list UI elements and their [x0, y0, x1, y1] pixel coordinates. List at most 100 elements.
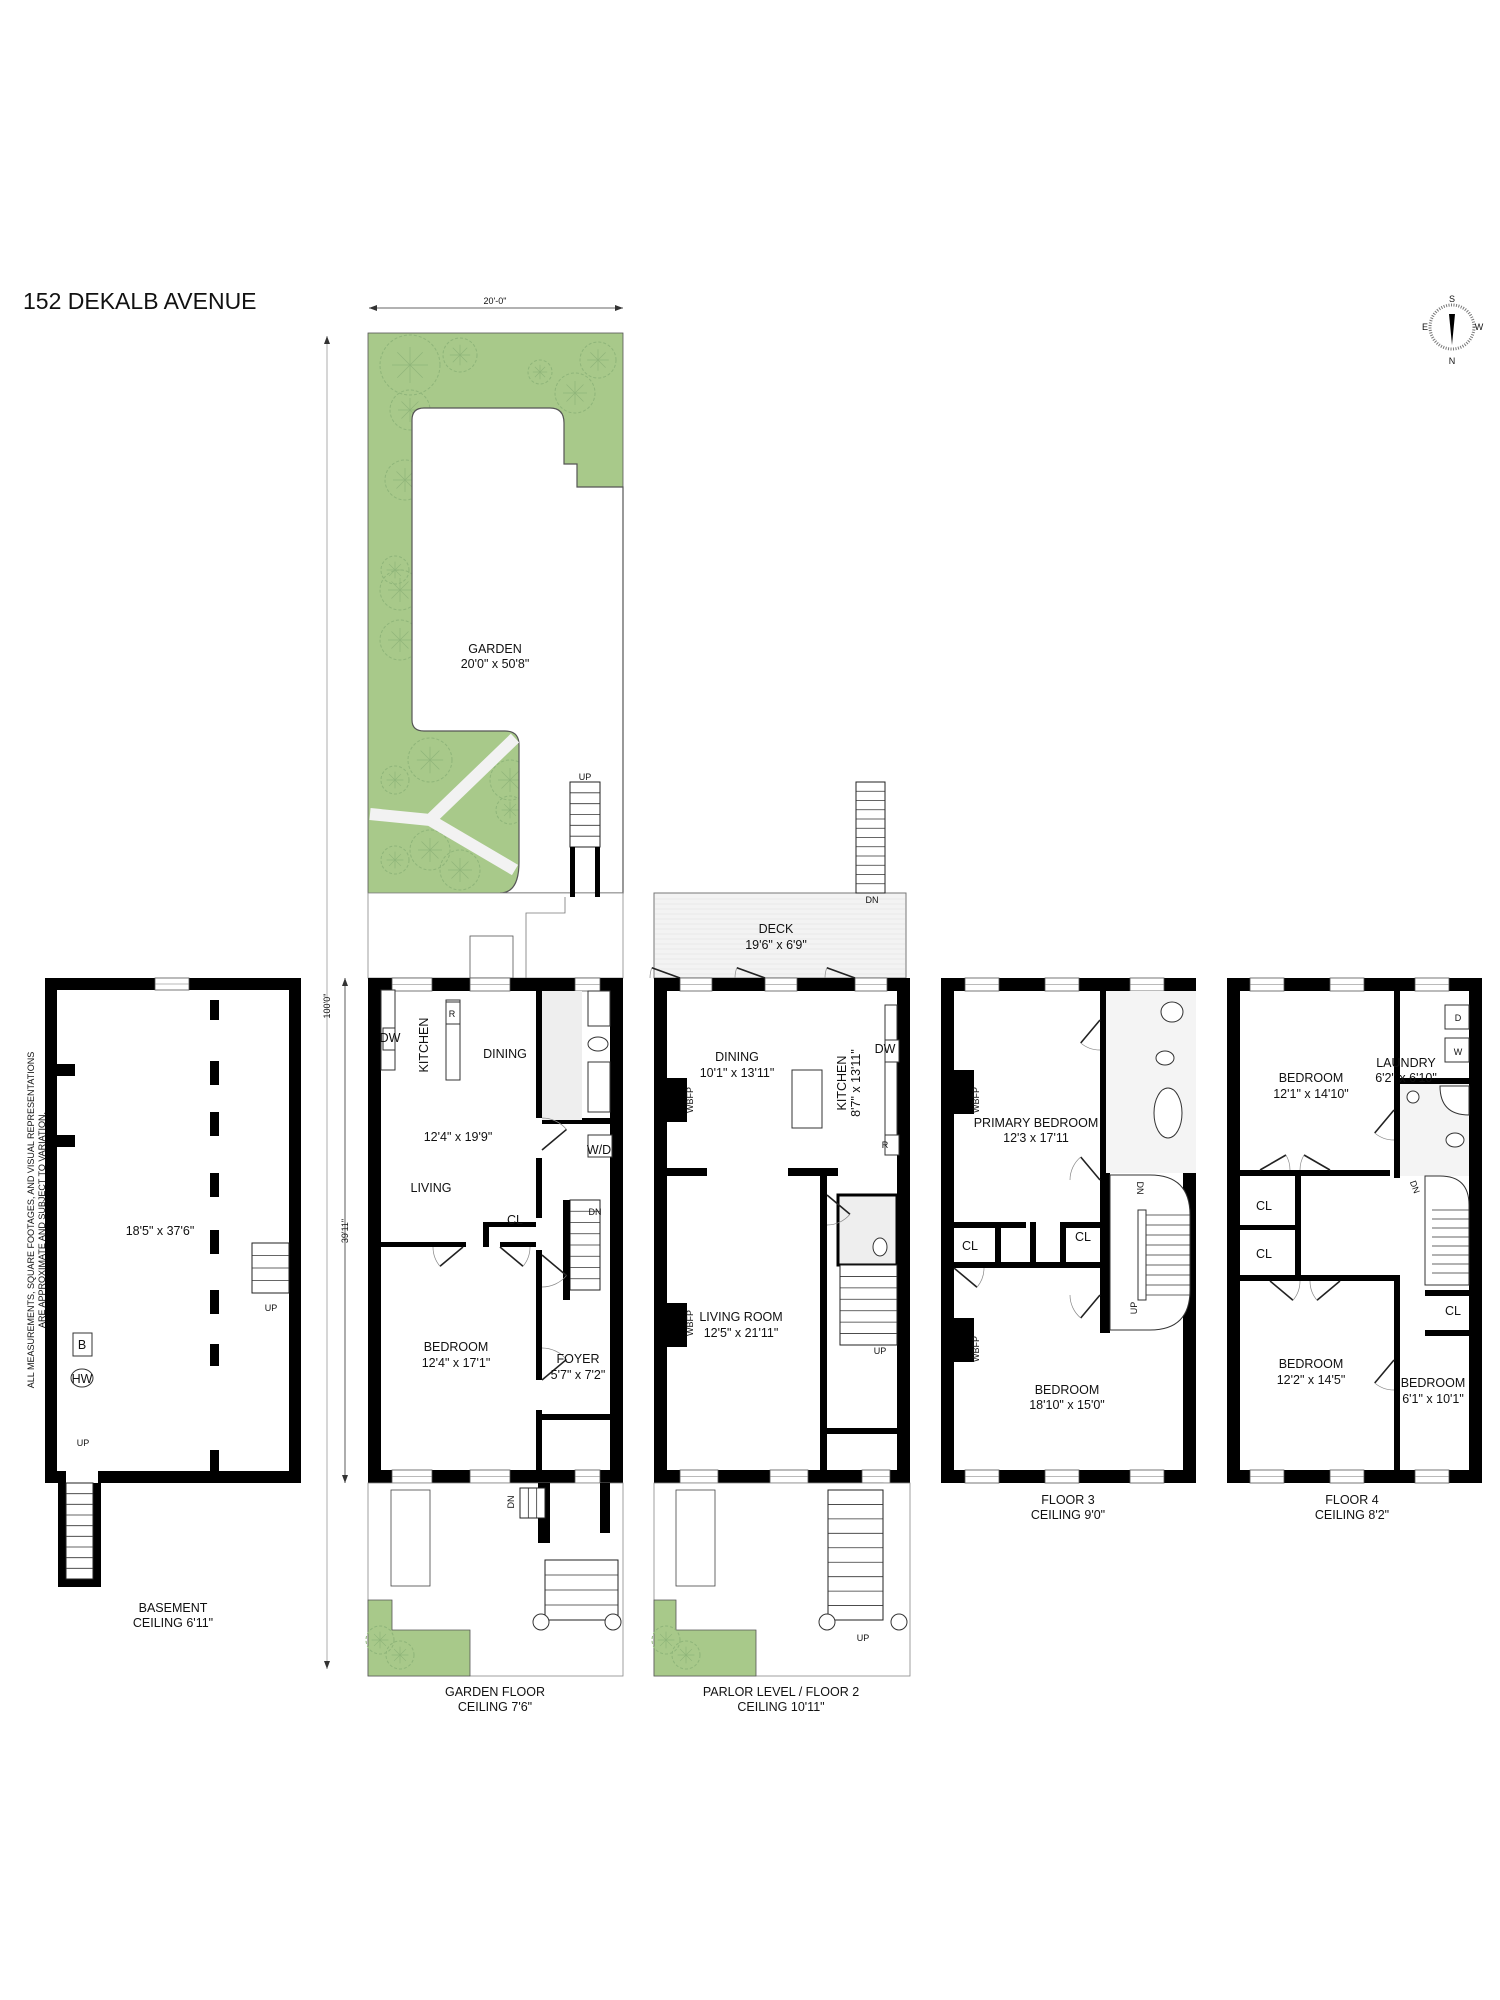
wall-right: [1469, 978, 1482, 1483]
tree-branch: [534, 366, 546, 378]
arrow-icon: [615, 305, 623, 311]
floor3-title: FLOOR 3: [1041, 1493, 1095, 1507]
sink: [1160, 1001, 1184, 1023]
water-heater: [70, 1368, 94, 1388]
basement-interior-stair-label: UP: [265, 1303, 278, 1313]
gf-foyer-size: 5'7" x 7'2": [551, 1368, 606, 1382]
tree-branch: [451, 861, 469, 879]
parlor-stair-up: UP: [874, 1346, 887, 1356]
wall: [563, 1200, 570, 1300]
rear-yard-box: [469, 935, 514, 979]
basement-title: BASEMENT: [139, 1601, 208, 1615]
column: [210, 1344, 219, 1366]
wall: [542, 1118, 623, 1124]
fireplace: [954, 1318, 974, 1362]
door-swing: [649, 967, 653, 979]
wall: [1394, 1275, 1400, 1483]
garden-label: GARDEN: [468, 642, 521, 656]
arrow-icon: [324, 1661, 330, 1669]
parlor-interior-stair: [839, 1264, 898, 1346]
door-opening: [66, 1471, 98, 1483]
column: [210, 1290, 219, 1314]
dryer: [1444, 1004, 1470, 1030]
tree-branch: [401, 401, 419, 419]
wall: [536, 1158, 542, 1218]
door: [541, 1254, 568, 1277]
compass-west: W: [1475, 322, 1484, 332]
basement-front-stair-label: UP: [77, 1438, 90, 1448]
tree-icon: [407, 737, 453, 783]
door-swing: [1080, 1042, 1101, 1051]
door: [1259, 1154, 1287, 1171]
door-swing: [824, 967, 828, 979]
page-title: 152 DEKALB AVENUE: [23, 288, 257, 314]
stoop-post: [532, 1613, 550, 1631]
wall: [600, 1483, 610, 1533]
parlor-kitchen-size: 8'7" x 13'11": [849, 1049, 863, 1117]
wall: [1400, 1078, 1469, 1084]
gf-stoop-down: DN: [506, 1496, 516, 1509]
f4-closet-2: CL: [1256, 1247, 1272, 1261]
front-yard-counter: [390, 1489, 431, 1587]
wall: [381, 1242, 466, 1247]
column: [210, 1000, 219, 1020]
bath-floor: [542, 991, 582, 1120]
door: [1269, 1280, 1294, 1301]
tree-branch: [391, 581, 409, 599]
wall: [995, 1222, 1001, 1262]
wall: [483, 1222, 536, 1227]
door: [499, 1246, 524, 1267]
gf-living-size: 12'4" x 19'9": [424, 1130, 493, 1144]
lot-depth-dimension: 100'0": [322, 994, 332, 1019]
wall: [570, 847, 575, 897]
wall: [536, 978, 542, 1118]
water-heater-label: HW: [72, 1372, 93, 1386]
door: [826, 1194, 851, 1215]
compass-ring: [1428, 303, 1476, 351]
gf-washer-dryer: W/D: [587, 1143, 611, 1157]
door: [1080, 1294, 1101, 1319]
fireplace: [667, 1303, 687, 1347]
wall: [954, 1262, 1100, 1268]
wall-bottom: [45, 1471, 301, 1483]
tree-icon: [442, 337, 478, 373]
tree-icon: [579, 341, 617, 379]
deck-size: 19'6" x 6'9": [745, 938, 807, 952]
parlor-dining-label: DINING: [715, 1050, 759, 1064]
f4-laundry-size: 6'2" x 6'10": [1375, 1071, 1437, 1085]
wall: [1100, 1173, 1110, 1333]
wall: [788, 1168, 838, 1176]
tree-branch: [393, 1648, 407, 1662]
parlor-fireplace-1: WBFP: [685, 1087, 695, 1113]
door: [1374, 1109, 1395, 1134]
washer-dryer: [587, 1134, 613, 1158]
parlor-living-size: 12'5" x 21'11": [704, 1326, 779, 1340]
door-swing: [522, 1246, 531, 1267]
building-depth-dimension: 39'11": [340, 1219, 350, 1243]
tree-icon: [379, 334, 441, 396]
tree-icon: [380, 845, 410, 875]
f4-closet-3: CL: [1445, 1304, 1461, 1318]
door-swing: [976, 1267, 985, 1288]
door-swing: [1374, 1132, 1395, 1141]
door: [1080, 1019, 1101, 1044]
gf-kitchen-label: KITCHEN: [417, 1018, 431, 1073]
wall-right: [289, 978, 301, 1483]
tree-icon: [439, 849, 481, 891]
wall: [536, 1410, 542, 1483]
wall: [483, 1222, 489, 1247]
door: [1374, 1359, 1395, 1384]
wall: [1295, 1170, 1301, 1275]
fireplace: [667, 1078, 687, 1122]
f3-closet-2: CL: [1075, 1230, 1091, 1244]
f4-closet-1: CL: [1256, 1199, 1272, 1213]
tree-branch: [659, 1633, 673, 1647]
basement-ceiling: CEILING 6'11": [133, 1616, 213, 1630]
basement-room-size: 18'5" x 37'6": [126, 1224, 195, 1238]
f4-bedroom1-size: 12'1" x 14'10": [1273, 1087, 1349, 1101]
rear-yard-edge: [525, 897, 566, 978]
door-swing: [734, 967, 738, 979]
door-swing: [541, 1275, 567, 1288]
front-yard-counter: [675, 1489, 716, 1587]
parlor-stoop-stair: [827, 1489, 884, 1621]
